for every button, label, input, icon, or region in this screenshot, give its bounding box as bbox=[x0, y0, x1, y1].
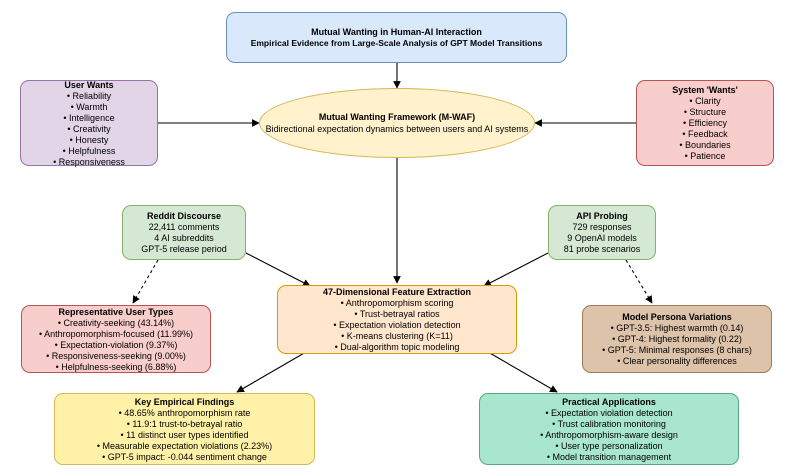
key-findings-box: Key Empirical Findings • 48.65% anthropo… bbox=[54, 393, 315, 465]
framework-ellipse: Mutual Wanting Framework (M-WAF) Bidirec… bbox=[259, 88, 535, 158]
list-item: • Anthropomorphism-aware design bbox=[540, 429, 678, 440]
list-item: • Intelligence bbox=[63, 112, 115, 123]
reddit-line: GPT-5 release period bbox=[141, 244, 227, 254]
list-item: • Helpfulness bbox=[62, 145, 116, 156]
list-item: • Honesty bbox=[69, 134, 109, 145]
list-item: • Creativity-seeking (43.14%) bbox=[57, 317, 175, 328]
list-item: • Dual-algorithm topic modeling bbox=[334, 342, 460, 352]
list-item: • Expectation violation detection bbox=[545, 407, 673, 418]
arrow-api-to-features bbox=[483, 252, 549, 287]
system-wants-title: System 'Wants' bbox=[672, 85, 738, 95]
user-wants-list: • Reliability • Warmth • Intelligence • … bbox=[53, 91, 125, 168]
practical-applications-box: Practical Applications • Expectation vio… bbox=[479, 393, 739, 465]
list-item: • Clarity bbox=[689, 96, 721, 106]
features-list: • Anthropomorphism scoring • Trust-betra… bbox=[333, 298, 460, 353]
list-item: • Reliability bbox=[66, 90, 112, 101]
list-item: • Expectation-violation (9.37%) bbox=[54, 339, 178, 350]
list-item: • Expectation violation detection bbox=[333, 320, 461, 330]
reddit-line: 22,411 comments bbox=[148, 222, 220, 232]
list-item: • Responsiveness-seeking (9.00%) bbox=[46, 350, 186, 361]
list-item: • GPT-3.5: Highest warmth (0.14) bbox=[610, 323, 744, 333]
diagram-subtitle: Empirical Evidence from Large-Scale Anal… bbox=[250, 38, 543, 48]
persona-title: Model Persona Variations bbox=[622, 312, 732, 322]
findings-list: • 48.65% anthropomorphism rate • 11.9:1 … bbox=[97, 408, 272, 463]
list-item: • Trust calibration monitoring bbox=[552, 418, 666, 429]
list-item: • User type personalization bbox=[555, 440, 663, 451]
list-item: • Anthropomorphism scoring bbox=[340, 298, 454, 308]
arrow-features-to-applications bbox=[487, 351, 558, 393]
api-probing-box: API Probing 729 responses 9 OpenAI model… bbox=[548, 205, 656, 260]
findings-title: Key Empirical Findings bbox=[134, 396, 235, 407]
list-item: • Feedback bbox=[682, 129, 728, 139]
reddit-discourse-box: Reddit Discourse 22,411 comments 4 AI su… bbox=[122, 205, 246, 260]
list-item: • Patience bbox=[684, 151, 726, 161]
dashed-arrow-reddit-to-usertypes bbox=[132, 259, 159, 304]
list-item: • Creativity bbox=[67, 123, 111, 134]
user-wants-title: User Wants bbox=[64, 79, 114, 90]
system-wants-box: System 'Wants' • Clarity • Structure • E… bbox=[636, 80, 774, 166]
arrow-reddit-to-features bbox=[245, 252, 311, 287]
list-item: • Warmth bbox=[70, 101, 108, 112]
list-item: • Trust-betrayal ratios bbox=[354, 309, 440, 319]
applications-list: • Expectation violation detection • Trus… bbox=[540, 408, 678, 463]
api-line: 729 responses bbox=[572, 222, 632, 232]
user-types-box: Representative User Types • Creativity-s… bbox=[21, 305, 211, 373]
list-item: • Boundaries bbox=[679, 140, 731, 150]
title-box: Mutual Wanting in Human-AI Interaction E… bbox=[226, 12, 567, 63]
applications-title: Practical Applications bbox=[562, 396, 656, 407]
diagram-title: Mutual Wanting in Human-AI Interaction bbox=[311, 27, 482, 37]
user-types-title: Representative User Types bbox=[58, 306, 174, 317]
list-item: • 48.65% anthropomorphism rate bbox=[118, 407, 251, 418]
list-item: • Clear personality differences bbox=[617, 356, 737, 366]
framework-title: Mutual Wanting Framework (M-WAF) bbox=[318, 112, 476, 122]
list-item: • Structure bbox=[683, 107, 727, 117]
user-types-list: • Creativity-seeking (43.14%) • Anthropo… bbox=[39, 318, 193, 373]
model-persona-box: Model Persona Variations • GPT-3.5: High… bbox=[582, 305, 772, 373]
list-item: • Measurable expectation violations (2.2… bbox=[96, 440, 273, 451]
list-item: • Responsiveness bbox=[53, 156, 125, 167]
system-wants-list: • Clarity • Structure • Efficiency • Fee… bbox=[679, 96, 730, 162]
list-item: • Anthropomorphism-focused (11.99%) bbox=[38, 328, 194, 339]
api-line: 81 probe scenarios bbox=[563, 244, 641, 254]
list-item: • 11 distinct user types identified bbox=[120, 429, 249, 440]
list-item: • GPT-4: Highest formality (0.22) bbox=[612, 334, 742, 344]
feature-extraction-box: 47-Dimensional Feature Extraction • Anth… bbox=[277, 285, 517, 354]
list-item: • Efficiency bbox=[682, 118, 727, 128]
persona-list: • GPT-3.5: Highest warmth (0.14) • GPT-4… bbox=[602, 323, 752, 367]
features-title: 47-Dimensional Feature Extraction bbox=[322, 287, 472, 297]
list-item: • Model transition management bbox=[546, 451, 672, 462]
api-line: 9 OpenAI models bbox=[567, 233, 637, 243]
list-item: • GPT-5: Minimal responses (8 chars) bbox=[602, 345, 752, 355]
api-title: API Probing bbox=[576, 211, 628, 221]
list-item: • GPT-5 impact: -0.044 sentiment change bbox=[102, 451, 267, 462]
reddit-line: 4 AI subreddits bbox=[154, 233, 214, 243]
list-item: • K-means clustering (K=11) bbox=[341, 331, 453, 341]
arrow-features-to-findings bbox=[236, 351, 307, 393]
framework-subtitle: Bidirectional expectation dynamics betwe… bbox=[265, 124, 529, 134]
reddit-title: Reddit Discourse bbox=[146, 211, 222, 221]
list-item: • Helpfulness-seeking (6.88%) bbox=[55, 361, 177, 372]
list-item: • 11.9:1 trust-to-betrayal ratio bbox=[126, 418, 243, 429]
dashed-arrow-api-to-persona bbox=[625, 259, 653, 304]
user-wants-box: User Wants • Reliability • Warmth • Inte… bbox=[20, 79, 158, 168]
